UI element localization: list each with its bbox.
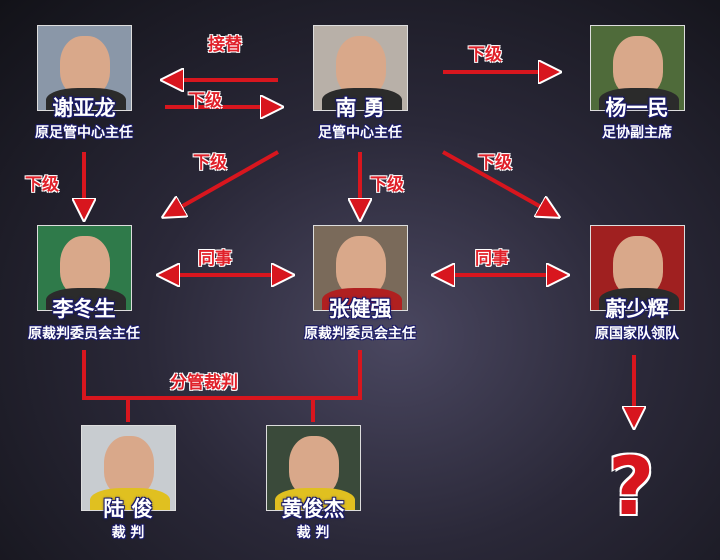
photo-wei-shaohui bbox=[590, 225, 685, 311]
person-name: 谢亚龙 bbox=[52, 96, 116, 120]
person-title: 原裁判委员会主任 bbox=[304, 326, 416, 342]
photo-yang-yimin bbox=[590, 25, 685, 111]
person-title: 裁 判 bbox=[111, 525, 145, 541]
person-name: 李冬生 bbox=[52, 297, 116, 321]
arrow-sub-3 bbox=[172, 150, 279, 212]
person-title: 裁 判 bbox=[296, 525, 330, 541]
label-colleague: 同事 bbox=[198, 249, 232, 269]
person-title: 原国家队领队 bbox=[595, 326, 679, 342]
label-replace: 接替 bbox=[208, 35, 242, 55]
person-name: 南 勇 bbox=[335, 96, 385, 120]
person-name: 黄俊杰 bbox=[281, 497, 345, 521]
person-title: 原裁判委员会主任 bbox=[28, 326, 140, 342]
arrow-sub-5 bbox=[442, 150, 550, 212]
person-name: 张健强 bbox=[328, 297, 392, 321]
question-mark: ? bbox=[608, 440, 655, 533]
person-name: 蔚少辉 bbox=[605, 297, 669, 321]
photo-lu-jun bbox=[81, 425, 176, 511]
person-name: 杨一民 bbox=[605, 96, 669, 120]
person-name: 陆 俊 bbox=[103, 497, 153, 521]
photo-xie-yalong bbox=[37, 25, 132, 111]
label-subordinate: 下级 bbox=[468, 45, 502, 65]
photo-li-dongsheng bbox=[37, 225, 132, 311]
label-subordinate: 下级 bbox=[188, 91, 222, 111]
photo-huang-junjie bbox=[266, 425, 361, 511]
label-manage-referees: 分管裁判 bbox=[170, 373, 238, 393]
person-title: 足协副主席 bbox=[602, 125, 672, 141]
person-title: 原足管中心主任 bbox=[35, 125, 133, 141]
label-subordinate: 下级 bbox=[25, 175, 59, 195]
photo-zhang-jianqiang bbox=[313, 225, 408, 311]
label-subordinate: 下级 bbox=[370, 175, 404, 195]
photo-nan-yong bbox=[313, 25, 408, 111]
person-title: 足管中心主任 bbox=[318, 125, 402, 141]
label-colleague: 同事 bbox=[475, 249, 509, 269]
label-subordinate: 下级 bbox=[478, 153, 512, 173]
label-subordinate: 下级 bbox=[193, 153, 227, 173]
bracket-manage bbox=[82, 350, 362, 400]
